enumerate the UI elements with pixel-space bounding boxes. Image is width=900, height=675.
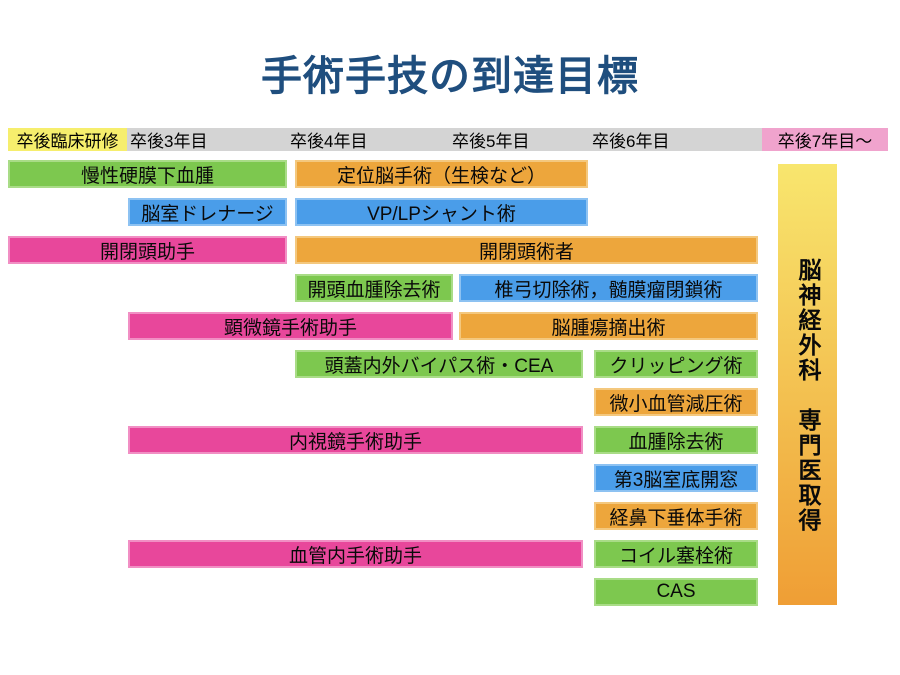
procedure-bar: 脳腫瘍摘出術 bbox=[459, 312, 758, 340]
procedure-bar: 血管内手術助手 bbox=[128, 540, 583, 568]
year-label: 卒後3年目 bbox=[130, 132, 208, 151]
procedure-bar: 顕微鏡手術助手 bbox=[128, 312, 453, 340]
procedure-bar: 第3脳室底開窓 bbox=[594, 464, 758, 492]
procedure-bar: コイル塞栓術 bbox=[594, 540, 758, 568]
procedure-bar: 開閉頭術者 bbox=[295, 236, 758, 264]
year-label: 卒後4年目 bbox=[290, 132, 368, 151]
procedure-bar: 慢性硬膜下血腫 bbox=[8, 160, 287, 188]
procedure-bar: 開頭血腫除去術 bbox=[295, 274, 453, 302]
procedure-bar: 経鼻下垂体手術 bbox=[594, 502, 758, 530]
year-label: 卒後5年目 bbox=[452, 132, 530, 151]
procedure-bar: 定位脳手術（生検など） bbox=[295, 160, 588, 188]
header-year-strip: 卒後3年目 卒後4年目 卒後5年目 卒後6年目 bbox=[127, 128, 762, 151]
procedure-bar: クリッピング術 bbox=[594, 350, 758, 378]
procedure-bar: VP/LPシャント術 bbox=[295, 198, 588, 226]
procedure-bar: 内視鏡手術助手 bbox=[128, 426, 583, 454]
procedure-bar: 脳室ドレナージ bbox=[128, 198, 287, 226]
procedure-bar: CAS bbox=[594, 578, 758, 606]
procedure-bar: 椎弓切除術，髄膜瘤閉鎖術 bbox=[459, 274, 758, 302]
header-segment-residency: 卒後臨床研修 bbox=[8, 128, 127, 151]
procedure-bar: 開閉頭助手 bbox=[8, 236, 287, 264]
procedure-bar: 血腫除去術 bbox=[594, 426, 758, 454]
page-title: 手術手技の到達目標 bbox=[261, 53, 639, 99]
header-segment-year7plus: 卒後7年目〜 bbox=[762, 128, 888, 151]
year-label: 卒後6年目 bbox=[592, 132, 670, 151]
milestone-label: 脳神経外科 専門医取得 bbox=[795, 258, 821, 533]
procedure-bar: 微小血管減圧術 bbox=[594, 388, 758, 416]
milestone-bar: 脳神経外科 専門医取得 bbox=[778, 164, 837, 605]
procedure-bar: 頭蓋内外バイパス術・CEA bbox=[295, 350, 583, 378]
